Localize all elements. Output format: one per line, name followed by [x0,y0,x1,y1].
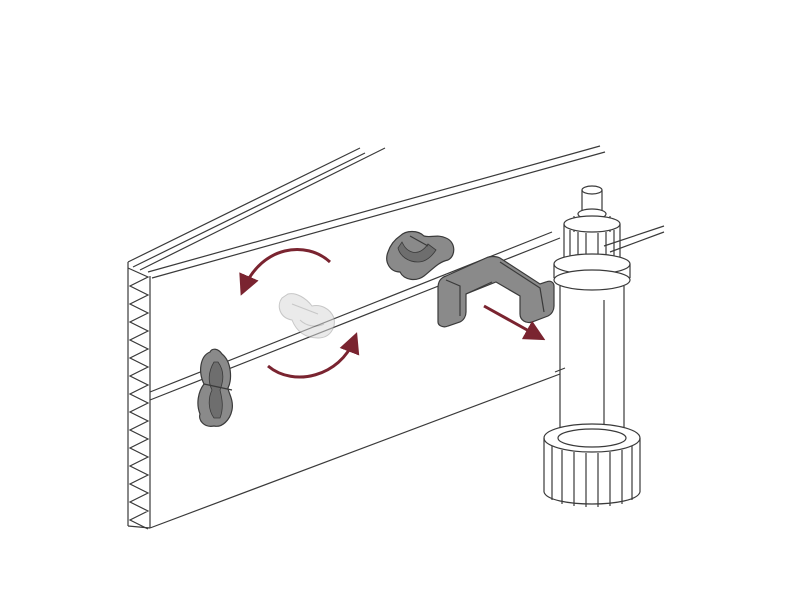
bracket-clip [437,255,555,328]
clip-horizontal [386,230,455,281]
rotate-arrow-lower [267,332,360,379]
attach-arrow [483,304,546,341]
clip-rotating-ghost [278,293,335,339]
clip-rotated-vertical [197,348,234,427]
plinth-panel [127,145,665,530]
adjustable-leg [543,185,641,507]
rotate-arrow-upper [239,248,332,296]
